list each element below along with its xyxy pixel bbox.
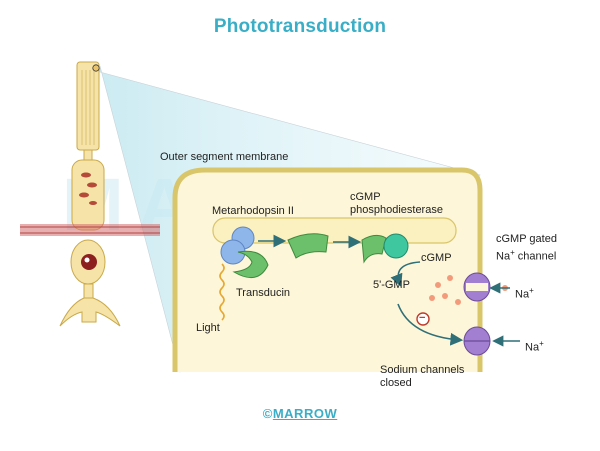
label-pde-line2: phosphodiesterase: [350, 204, 443, 216]
label-na-2: Na+: [525, 337, 544, 355]
arrow-cgmp-to-5gmp: [390, 261, 421, 287]
outer-segment-membrane: [172, 167, 483, 372]
minus-circle: [416, 312, 430, 326]
na1-text: Na: [515, 288, 530, 301]
arrow-to-closed-channel: [397, 303, 464, 346]
footer-brand: MARROW: [272, 406, 338, 421]
channel-word: channel: [514, 250, 557, 263]
copyright-symbol: ©: [262, 406, 273, 421]
label-sodium-closed-line1: Sodium channels: [380, 364, 465, 376]
transducin-bound: [361, 234, 387, 264]
label-outer-segment-membrane: Outer segment membrane: [160, 151, 289, 163]
pde-enzyme: [383, 233, 409, 259]
label-transducin: Transducin: [236, 287, 291, 299]
rod-cell: [20, 61, 160, 327]
label-5gmp: 5'-GMP: [373, 279, 410, 291]
label-channel-line1: cGMP gated: [496, 233, 557, 245]
transducin-active: [287, 233, 329, 259]
label-channel-line2: Na+ channel: [496, 246, 556, 264]
label-pde-line1: cGMP: [350, 191, 381, 203]
footer-copyright: ©MARROW: [0, 406, 600, 421]
zoom-spot: [92, 64, 100, 72]
channel-na-sup: +: [510, 248, 515, 257]
na2-text: Na: [525, 341, 540, 354]
label-light: Light: [196, 322, 220, 334]
label-metarhodopsin: Metarhodopsin II: [212, 205, 294, 217]
label-na-1: Na+: [515, 284, 534, 302]
metarhodopsin-ii: [220, 226, 255, 265]
label-sodium-closed-line2: closed: [380, 377, 412, 389]
closed-sodium-channel: [463, 326, 491, 356]
cgmp-gated-channel: [463, 272, 491, 302]
channel-na: Na: [496, 250, 511, 263]
label-minus: −: [419, 312, 426, 324]
light-ray: [219, 263, 225, 321]
na1-sup: +: [529, 286, 534, 295]
transducin: [232, 250, 269, 279]
page-title: Phototransduction: [213, 16, 387, 37]
label-cgmp: cGMP: [421, 252, 452, 264]
na2-sup: +: [539, 339, 544, 348]
